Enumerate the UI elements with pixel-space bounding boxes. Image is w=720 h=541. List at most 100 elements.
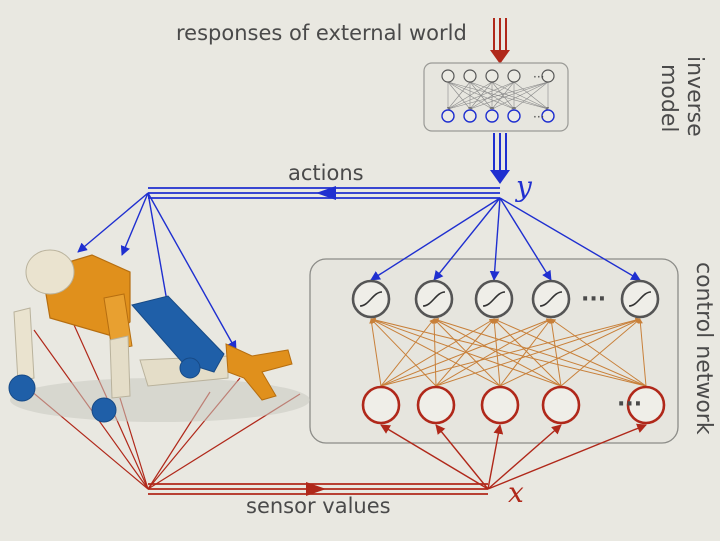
sigmoid-curve [628, 291, 652, 307]
hidden-connections [369, 317, 647, 387]
inverse-edge [469, 81, 549, 110]
hidden-edge [560, 318, 641, 387]
sigmoid-neuron-icon [474, 279, 514, 319]
robot-shadow [10, 378, 310, 422]
inverse-bottom-node [441, 109, 455, 123]
hidden-edge [550, 318, 647, 387]
svg-text:control network: control network [691, 262, 716, 435]
robot-blue-leg [131, 295, 225, 373]
input-arrow [487, 423, 647, 490]
hidden-edge [380, 318, 435, 387]
input-arrow [487, 424, 562, 490]
x-variable: x [508, 476, 524, 509]
external-input-arrow [490, 18, 510, 64]
hidden-edge [435, 318, 641, 387]
sigmoid-curve [539, 291, 563, 307]
hidden-edge [493, 318, 562, 387]
input-node-icon [626, 385, 666, 425]
inverse-top-ellipsis: ··· [533, 70, 544, 84]
inverse-label-line1: inverse [682, 56, 707, 137]
action-arrow [120, 192, 149, 256]
neuron-ellipsis: ··· [581, 287, 606, 312]
inverse-top-node [485, 69, 499, 83]
robot-head [25, 249, 75, 295]
inverse-bottom-node [507, 109, 521, 123]
input-nodes [361, 385, 666, 425]
sigmoid-curve [482, 291, 506, 307]
sigmoid-neurons [351, 279, 660, 319]
actions-bus [148, 186, 500, 200]
inverse-bottom-ellipsis: ··· [533, 110, 544, 124]
inverse-model-box [423, 62, 569, 132]
inverse-edge [513, 81, 549, 110]
inverse-bottom-node [463, 109, 477, 123]
robot-knee [179, 357, 201, 379]
inverse-edge [469, 81, 515, 110]
hidden-edge [433, 318, 562, 387]
hidden-edge [369, 318, 382, 387]
robot-illustration [8, 249, 310, 423]
hidden-edge [370, 318, 501, 387]
sensor-values-label: sensor values [246, 494, 391, 518]
output-edge [433, 197, 501, 281]
inverse-edge [447, 81, 515, 110]
input-ellipsis: ··· [617, 392, 642, 417]
hidden-edge [493, 318, 647, 387]
external-world-label: responses of external world [176, 21, 467, 45]
inverse-top-node [507, 69, 521, 83]
input-node-icon [416, 385, 456, 425]
output-edge [489, 197, 501, 281]
output-connections [370, 197, 641, 281]
hidden-edge [435, 318, 552, 387]
robot-center-hand [91, 397, 117, 423]
inverse-top-node [463, 69, 477, 83]
sensor-bus [148, 482, 488, 496]
action-arrow [77, 192, 149, 253]
robot-left-hand [8, 374, 36, 402]
sigmoid-curve [359, 291, 383, 307]
input-node-icon [361, 385, 401, 425]
inverse-edge [447, 81, 471, 110]
inverse-to-y-arrow [490, 133, 510, 184]
robot-right-arm [103, 293, 133, 351]
hidden-edge [380, 318, 495, 387]
input-arrow [380, 424, 489, 490]
inverse-edge [447, 81, 493, 110]
inverse-model-edges [446, 81, 550, 110]
input-arrows [380, 423, 647, 490]
output-edge [499, 197, 552, 281]
output-edge [499, 197, 641, 281]
sigmoid-neuron-icon [414, 279, 454, 319]
action-arrow [147, 192, 237, 351]
input-node-icon [480, 385, 520, 425]
hidden-edge [499, 318, 552, 387]
hidden-edge [637, 318, 647, 387]
hidden-edge [370, 318, 562, 387]
inverse-model-label: inverse model [656, 56, 707, 137]
y-variable: y [514, 170, 533, 203]
robot-middle-limb [109, 335, 131, 399]
actions-label: actions [288, 161, 364, 185]
sigmoid-neuron-icon [620, 279, 660, 319]
inverse-bottom-node [485, 109, 499, 123]
hidden-edge [433, 317, 647, 387]
inverse-top-node [441, 69, 455, 83]
sigmoid-neuron-icon [351, 279, 391, 319]
inverse-edge [447, 81, 549, 110]
input-arrow [435, 424, 489, 490]
input-arrow [487, 424, 504, 490]
inverse-model-bottom-nodes [441, 109, 555, 123]
inverse-model-top-nodes [441, 69, 555, 83]
output-edge [370, 197, 501, 281]
inverse-label-line2: model [656, 64, 681, 133]
inverse-edge [491, 81, 549, 110]
sigmoid-neuron-icon [531, 279, 571, 319]
inverse-edge [491, 81, 515, 110]
robot-left-arm [13, 307, 35, 383]
inverse-top-node [541, 69, 555, 83]
hidden-edge [370, 318, 437, 387]
robot-orange-foot [225, 343, 293, 401]
input-node-icon [541, 385, 581, 425]
